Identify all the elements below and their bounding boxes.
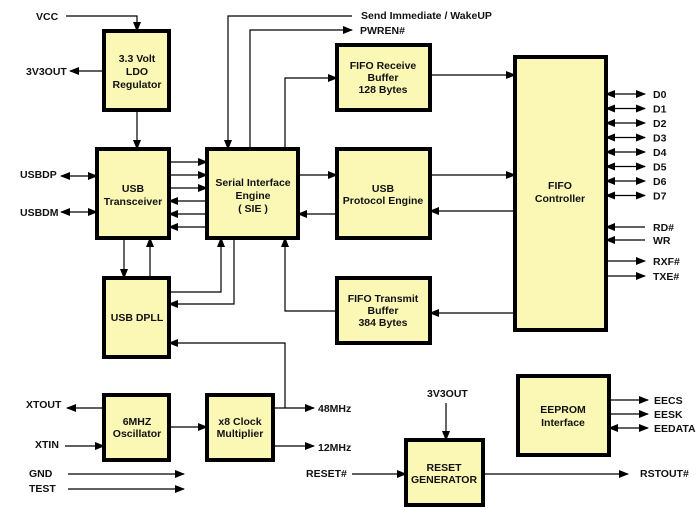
osc-label-1: 6MHZ (123, 416, 152, 428)
signal-xtin: XTIN (35, 439, 59, 451)
wires (60, 15, 649, 493)
wire-dpll-sie (169, 237, 225, 293)
sie-label-3: ( SIE ) (238, 203, 268, 215)
ldo-label-1: 3.3 Volt (119, 53, 156, 65)
fifo-transmit-buffer-block: FIFO Transmit Buffer 384 Bytes (335, 276, 432, 345)
clkmul-label-1: x8 Clock (218, 416, 261, 428)
fifoctrl-label-1: FIFO (548, 180, 572, 192)
wire-48mhz-dpll (168, 339, 286, 408)
signal-d3: D3 (653, 133, 667, 145)
sie-block: Serial Interface Engine ( SIE ) (205, 147, 300, 240)
wire-sie-fiforx (284, 74, 338, 149)
signal-rxf: RXF# (653, 256, 680, 268)
signal-3v3out: 3V3OUT (26, 66, 67, 78)
fiforx-label-3: 128 Bytes (358, 84, 407, 96)
signal-48mhz: 48MHz (318, 403, 351, 415)
fiforx-label-2: Buffer (368, 72, 399, 84)
clock-multiplier-block: x8 Clock Multiplier (205, 393, 275, 462)
protocol-label-1: USB (372, 183, 395, 195)
signal-d6: D6 (653, 176, 667, 188)
usb-transceiver-block: USB Transceiver (95, 147, 171, 240)
signal-12mhz: 12MHz (318, 442, 351, 454)
eeprom-label-2: Interface (541, 417, 585, 429)
protocol-label-2: Protocol Engine (343, 195, 424, 207)
signal-send-immediate: Send Immediate / WakeUP (361, 10, 492, 22)
wire-sie-dpll (168, 238, 235, 308)
dpll-label: USB DPLL (111, 312, 164, 324)
wire-pwren (249, 26, 353, 149)
signal-eesk: EESK (654, 409, 683, 421)
fifo-receive-buffer-block: FIFO Receive Buffer 128 Bytes (335, 43, 432, 112)
signal-test: TEST (29, 483, 56, 495)
signal-eedata: EEDATA (654, 423, 696, 435)
reset-label-1: RESET (426, 462, 462, 474)
reset-generator-block: RESET GENERATOR (404, 438, 485, 507)
signal-d4: D4 (653, 147, 667, 159)
signal-gnd: GND (29, 468, 53, 480)
fifotx-label-3: 384 Bytes (358, 317, 407, 329)
eeprom-label-1: EEPROM (540, 404, 586, 416)
signal-rd: RD# (653, 222, 674, 234)
signal-txe: TXE# (653, 271, 679, 283)
fiforx-label-1: FIFO Receive (350, 60, 417, 72)
wire-fifotx-sie (281, 237, 337, 312)
signal-reset-in: RESET# (306, 468, 347, 480)
fifotx-label-2: Buffer (368, 305, 399, 317)
signal-eecs: EECS (654, 395, 683, 407)
signal-d0: D0 (653, 89, 667, 101)
eeprom-interface-block: EEPROM Interface (516, 374, 611, 457)
oscillator-block: 6MHZ Oscillator (102, 393, 171, 462)
ldo-label-2: LDO (126, 66, 148, 78)
usb-protocol-engine-block: USB Protocol Engine (335, 147, 432, 240)
transceiver-label-1: USB (122, 183, 145, 195)
osc-label-2: Oscillator (113, 428, 161, 440)
fifotx-label-1: FIFO Transmit (348, 293, 419, 305)
sie-label-2: Engine (235, 190, 270, 202)
signal-pwren: PWREN# (360, 25, 405, 37)
ldo-label-3: Regulator (112, 79, 161, 91)
wire-send-immediate (224, 15, 352, 150)
signal-xtout: XTOUT (26, 399, 62, 411)
signal-usbdm: USBDM (20, 207, 59, 219)
wire-vcc (66, 15, 141, 32)
signal-3v3out-reset: 3V3OUT (427, 388, 468, 400)
ldo-regulator-block: 3.3 Volt LDO Regulator (102, 29, 171, 112)
signal-wr: WR (653, 235, 671, 247)
transceiver-label-2: Transceiver (104, 196, 162, 208)
signal-d2: D2 (653, 118, 667, 130)
signal-usbdp: USBDP (20, 169, 57, 181)
data-bus-wires (605, 90, 646, 200)
sie-label-1: Serial Interface (215, 177, 290, 189)
signal-d7: D7 (653, 191, 667, 203)
signal-labels: VCC 3V3OUT USBDP USBDM Send Immediate / … (20, 10, 696, 495)
signal-rstout: RSTOUT# (640, 468, 689, 480)
fifo-controller-block: FIFO Controller (513, 55, 608, 332)
clkmul-label-2: Multiplier (217, 428, 264, 440)
reset-label-2: GENERATOR (411, 474, 478, 486)
signal-vcc: VCC (36, 11, 59, 23)
usb-dpll-block: USB DPLL (102, 276, 171, 359)
fifoctrl-label-2: Controller (535, 193, 585, 205)
signal-d5: D5 (653, 162, 667, 174)
signal-d1: D1 (653, 104, 667, 116)
